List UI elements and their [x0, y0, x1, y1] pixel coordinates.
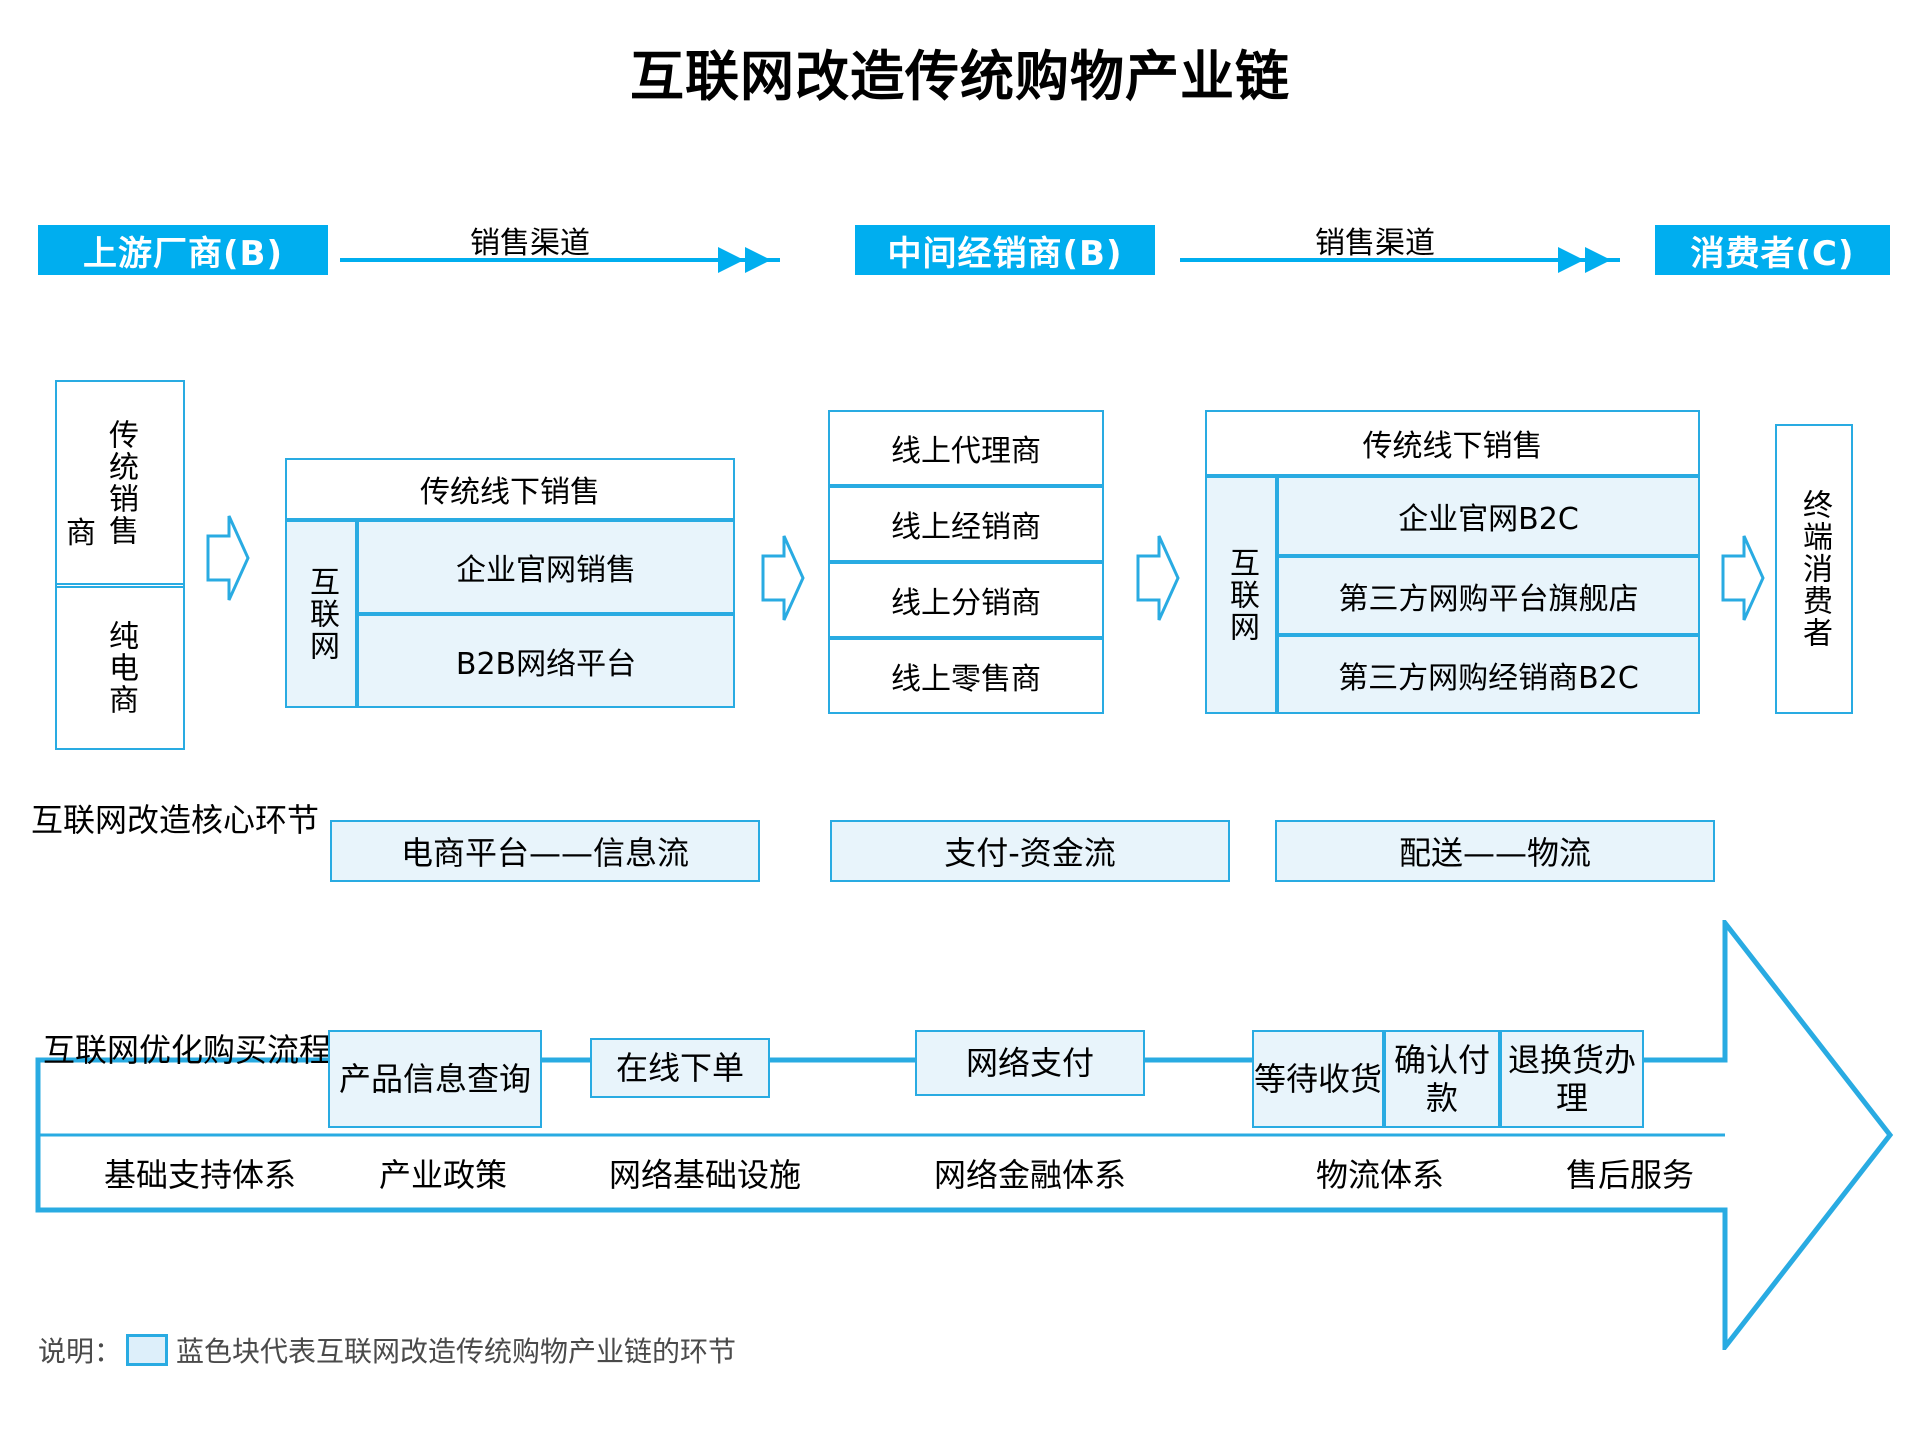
flow-arrow-4 — [1720, 530, 1766, 626]
group-middle-row-1[interactable]: 线上代理商 — [828, 410, 1104, 486]
group-middle-row-3[interactable]: 线上分销商 — [828, 562, 1104, 638]
legend-color-swatch-icon — [126, 1334, 169, 1366]
purchase-step-2[interactable]: 在线下单 — [590, 1038, 770, 1098]
flow-arrow-3 — [1135, 530, 1181, 626]
support-system-label: 基础支持体系 — [103, 1156, 296, 1194]
group-retail-row-3[interactable]: 第三方网购经销商B2C — [1277, 635, 1700, 714]
connector-line-1 — [340, 258, 780, 262]
core-links-label: 互联网改造核心环节 — [30, 801, 319, 839]
left-group-item-traditional-label: 传统销售 — [103, 418, 138, 547]
page-title: 互联网改造传统购物产业链 — [630, 45, 1290, 108]
legend-prefix: 说明： — [38, 1335, 123, 1368]
support-item-1: 产业政策 — [378, 1156, 507, 1194]
legend: 说明： 蓝色块代表互联网改造传统购物产业链的环节 — [38, 1330, 736, 1370]
left-group-item-pure-ecommerce-label: 纯电商 — [103, 620, 138, 716]
support-item-3: 网络金融体系 — [933, 1156, 1126, 1194]
group-upstream-row-1[interactable]: 企业官网销售 — [357, 520, 735, 614]
left-group-outline — [55, 380, 185, 750]
flow-arrow-2 — [760, 530, 806, 626]
connector-label-1: 销售渠道 — [470, 226, 590, 261]
group-retail-row-1[interactable]: 企业官网B2C — [1277, 476, 1700, 556]
group-retail-side-label: 互联网 — [1205, 476, 1277, 714]
core-link-2[interactable]: 支付-资金流 — [830, 820, 1230, 882]
chain-node-middle[interactable]: 中间经销商(B) — [855, 225, 1155, 275]
purchase-step-3[interactable]: 网络支付 — [915, 1030, 1145, 1096]
legend-text: 蓝色块代表互联网改造传统购物产业链的环节 — [176, 1335, 737, 1368]
group-upstream-side-label: 互联网 — [285, 520, 357, 708]
purchase-step-5[interactable]: 确认付款 — [1384, 1030, 1500, 1128]
purchase-step-1[interactable]: 产品信息查询 — [328, 1030, 542, 1128]
group-retail-side-text: 互联网 — [1224, 547, 1259, 643]
arrow-head-icon — [745, 247, 771, 273]
group-middle-row-4[interactable]: 线上零售商 — [828, 638, 1104, 714]
arrow-head-icon — [1558, 247, 1584, 273]
arrow-head-icon — [1585, 247, 1611, 273]
group-upstream-header: 传统线下销售 — [285, 458, 735, 520]
core-link-3[interactable]: 配送——物流 — [1275, 820, 1715, 882]
support-item-2: 网络基础设施 — [608, 1156, 801, 1194]
group-middle-row-2[interactable]: 线上经销商 — [828, 486, 1104, 562]
purchase-flow-label: 互联网优化购买流程 — [42, 1031, 331, 1069]
support-item-4: 物流体系 — [1315, 1156, 1444, 1194]
group-retail-header: 传统线下销售 — [1205, 410, 1700, 476]
core-link-1[interactable]: 电商平台——信息流 — [330, 820, 760, 882]
group-end-consumer-label: 终端消费者 — [1797, 489, 1832, 649]
process-arrow-shape — [35, 915, 1895, 1355]
purchase-step-6[interactable]: 退换货办理 — [1500, 1030, 1644, 1128]
group-upstream-side-text: 互联网 — [304, 566, 339, 662]
purchase-step-4[interactable]: 等待收货 — [1252, 1030, 1384, 1128]
left-group-outer-label: 商 — [66, 516, 96, 551]
flow-arrow-1 — [205, 510, 251, 606]
connector-line-2 — [1180, 258, 1620, 262]
chain-node-upstream[interactable]: 上游厂商(B) — [38, 225, 328, 275]
support-item-5: 售后服务 — [1565, 1156, 1694, 1194]
left-group-item-traditional[interactable]: 传统销售 — [55, 380, 185, 585]
group-end-consumer[interactable]: 终端消费者 — [1775, 424, 1853, 714]
group-retail-row-2[interactable]: 第三方网购平台旗舰店 — [1277, 556, 1700, 635]
group-upstream-row-2[interactable]: B2B网络平台 — [357, 614, 735, 708]
connector-label-2: 销售渠道 — [1315, 226, 1435, 261]
arrow-head-icon — [718, 247, 744, 273]
chain-node-consumer[interactable]: 消费者(C) — [1655, 225, 1890, 275]
